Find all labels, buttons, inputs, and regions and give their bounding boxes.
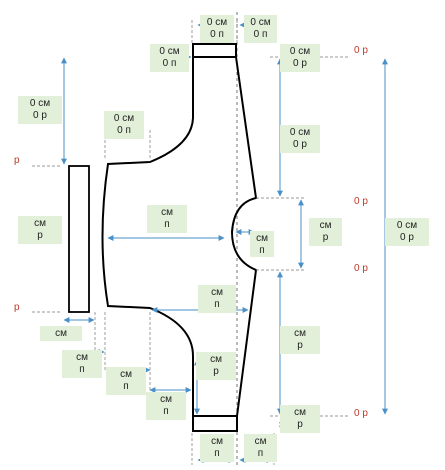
label-line: см [120,369,132,380]
label-line: р [322,232,329,243]
guide-lines [30,20,350,465]
label-line: см [160,394,172,405]
label-line: см [76,352,88,363]
label-line: 0 п [210,29,224,40]
label-line: р [37,230,43,241]
label-line: п [257,448,264,459]
label-line: см [210,354,222,365]
bottom-band [192,415,238,432]
label-line: 0 см [396,220,418,231]
label-line: см [161,207,173,218]
label-line: 0 см [289,46,311,57]
label-line: п [164,219,170,230]
label-line: см [211,287,223,298]
label-line: см [256,233,268,244]
garment-outline [101,56,258,417]
label-line: см [319,220,332,231]
label-line: 0 р [293,58,307,69]
label-line: 0 см [289,127,311,138]
label-line: п [123,381,129,392]
label-line: п [214,448,220,459]
label-line: п [259,245,265,256]
label-cuff-width: см [40,326,82,341]
label-line: п [163,406,169,417]
label-line: см [254,436,267,447]
label-line: р [297,340,303,351]
label-line: 0 р [400,232,414,243]
top-band [192,43,237,58]
label-line: 0 см [29,98,51,109]
label-line: 0 см [250,17,271,28]
label-line: см [55,328,67,339]
label-line: см [294,407,306,418]
label-line: см [34,218,46,229]
red-mark-left-top: р [14,155,20,166]
red-mark-mid-upper: 0 р [354,196,368,207]
red-mark-top-right: 0 р [354,45,368,56]
label-line: 0 см [206,17,228,28]
label-line: р [213,366,219,377]
sleeve-cuff [68,165,90,313]
label-line: см [294,328,306,339]
label-line: 0 п [253,29,268,40]
red-mark-left-bottom: р [14,302,20,313]
label-line: 0 п [117,125,131,136]
red-mark-bottom-right: 0 р [354,408,368,419]
label-line: 0 р [293,139,307,150]
label-line: п [214,299,220,310]
label-line: 0 р [33,110,47,121]
label-line: 0 см [159,46,180,57]
label-line: см [211,436,223,447]
label-line: р [297,419,303,430]
red-mark-mid-lower: 0 р [354,263,368,274]
label-line: п [79,364,85,375]
label-line: 0 см [113,113,135,124]
label-line: 0 п [162,58,177,69]
